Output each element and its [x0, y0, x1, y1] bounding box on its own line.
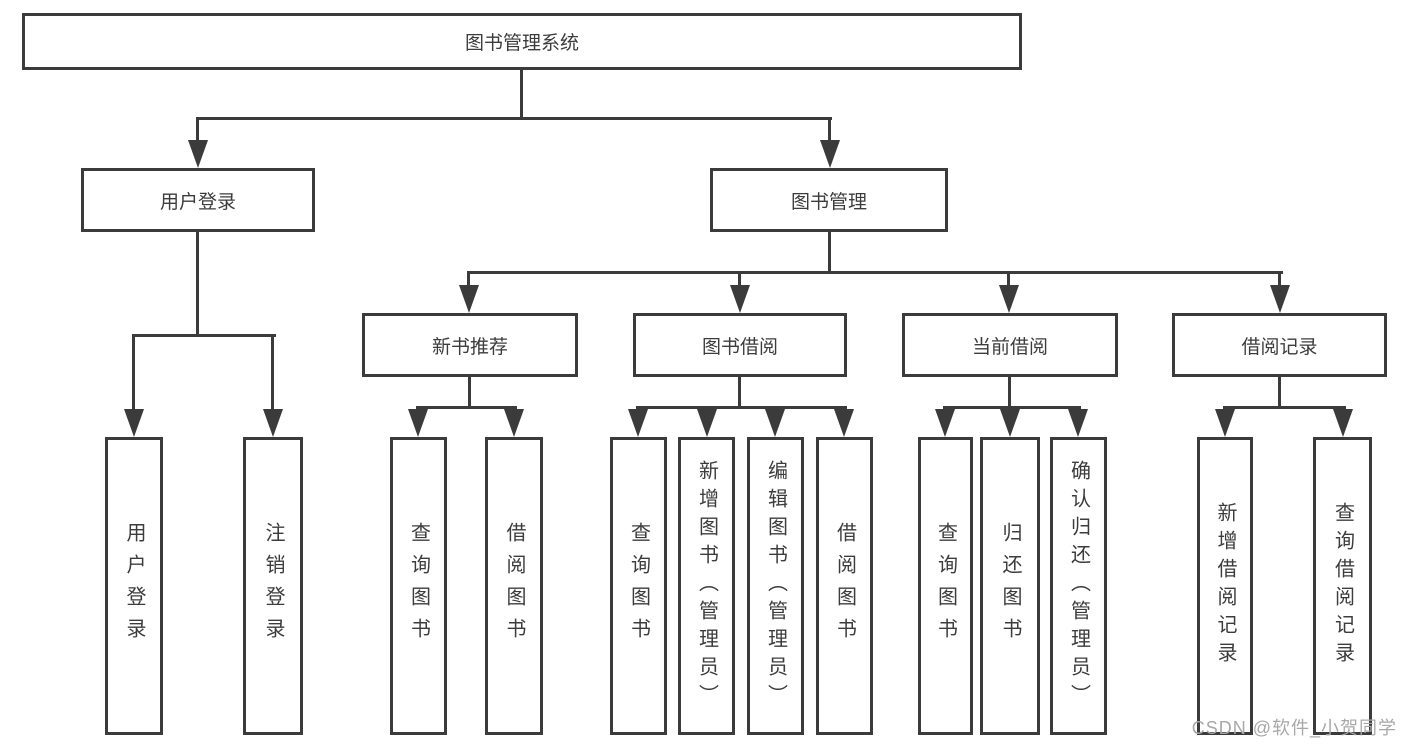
node-borrow-records-label: 借阅记录	[1241, 336, 1318, 358]
node-add-book-admin-label: 新增图书（管理员）	[695, 460, 718, 712]
connector-records-stem	[1278, 377, 1281, 408]
node-add-borrow-record-label: 新增借阅记录	[1214, 502, 1236, 670]
node-borrow-books-label: 借阅图书	[503, 522, 525, 650]
node-return-books-label: 归还图书	[999, 522, 1021, 650]
node-query-books-label: 查询图书	[407, 522, 430, 650]
connector-currentborrow-stem	[1008, 377, 1011, 408]
node-query-books-label: 查询图书	[627, 522, 650, 650]
connector-records-bar	[1223, 406, 1346, 409]
node-query-books-borrow: 查询图书	[610, 437, 667, 735]
arrow-down-icon	[765, 409, 785, 437]
connector-newbook-stem	[468, 377, 471, 408]
node-current-borrow: 当前借阅	[902, 313, 1118, 377]
node-library-system: 图书管理系统	[22, 13, 1022, 70]
connector-root-drop-right	[828, 118, 831, 144]
node-book-borrow: 图书借阅	[633, 313, 847, 377]
connector-userlogin-bar	[132, 334, 276, 337]
node-confirm-return-admin: 确认归还（管理员）	[1050, 437, 1107, 735]
arrow-down-icon	[628, 409, 648, 437]
arrow-down-icon	[730, 285, 750, 313]
connector-bookmgmt-bar	[467, 271, 1283, 274]
node-add-book-admin: 新增图书（管理员）	[678, 437, 735, 735]
node-current-borrow-label: 当前借阅	[971, 336, 1048, 358]
node-query-books-current: 查询图书	[918, 437, 973, 735]
arrow-down-icon	[697, 409, 717, 437]
node-new-book-recommend: 新书推荐	[362, 313, 578, 377]
node-add-borrow-record: 新增借阅记录	[1197, 437, 1253, 735]
node-edit-book-admin: 编辑图书（管理员）	[747, 437, 804, 735]
arrow-down-icon	[820, 140, 840, 168]
arrow-down-icon	[459, 285, 479, 313]
connector-userlogin-drop-right	[271, 336, 274, 412]
node-query-books-recommend: 查询图书	[390, 437, 447, 735]
node-borrow-books-label: 借阅图书	[833, 522, 856, 650]
arrow-down-icon	[188, 140, 208, 168]
node-book-management: 图书管理	[710, 168, 948, 232]
connector-root-drop-left	[196, 118, 199, 144]
connector-bookmgmt-drop-3	[1007, 273, 1010, 289]
node-user-login-leaf-label: 用户登录	[123, 522, 145, 650]
connector-root-bar	[196, 117, 832, 120]
node-logout-label: 注销登录	[262, 522, 284, 650]
arrow-down-icon	[263, 409, 283, 437]
connector-userlogin-drop-left	[132, 336, 135, 412]
node-edit-book-admin-label: 编辑图书（管理员）	[764, 460, 787, 712]
connector-root-stem	[520, 70, 523, 118]
node-user-login: 用户登录	[81, 168, 315, 232]
connector-bookmgmt-drop-1	[467, 273, 470, 289]
node-book-management-label: 图书管理	[790, 191, 867, 213]
arrow-down-icon	[834, 409, 854, 437]
node-query-borrow-record-label: 查询借阅记录	[1331, 502, 1354, 670]
node-user-login-leaf: 用户登录	[105, 437, 163, 735]
arrow-down-icon	[504, 409, 524, 437]
connector-newbook-bar	[416, 406, 517, 409]
node-query-borrow-record: 查询借阅记录	[1313, 437, 1372, 735]
node-borrow-books-leaf: 借阅图书	[816, 437, 873, 735]
node-library-system-label: 图书管理系统	[464, 33, 579, 54]
node-user-login-label: 用户登录	[159, 191, 236, 213]
connector-bookmgmt-stem	[828, 232, 831, 273]
connector-bookborrow-bar	[636, 406, 847, 409]
arrow-down-icon	[999, 285, 1019, 313]
arrow-down-icon	[124, 409, 144, 437]
arrow-down-icon	[1068, 409, 1088, 437]
arrow-down-icon	[1215, 409, 1235, 437]
node-confirm-return-admin-label: 确认归还（管理员）	[1067, 460, 1090, 712]
node-new-book-recommend-label: 新书推荐	[431, 336, 508, 358]
connector-bookmgmt-drop-2	[738, 273, 741, 289]
arrow-down-icon	[408, 409, 428, 437]
connector-bookmgmt-drop-4	[1278, 273, 1281, 289]
arrow-down-icon	[1000, 409, 1020, 437]
connector-currentborrow-bar	[943, 406, 1081, 409]
node-return-books: 归还图书	[980, 437, 1040, 735]
node-logout: 注销登录	[243, 437, 303, 735]
node-query-books-label: 查询图书	[934, 522, 957, 650]
arrow-down-icon	[1270, 285, 1290, 313]
csdn-watermark: CSDN @软件_小贺同学	[1191, 718, 1397, 738]
connector-userlogin-stem	[196, 232, 199, 336]
arrow-down-icon	[935, 409, 955, 437]
node-borrow-books-recommend: 借阅图书	[485, 437, 543, 735]
arrow-down-icon	[1333, 409, 1353, 437]
node-borrow-records: 借阅记录	[1172, 313, 1387, 377]
connector-bookborrow-stem	[738, 377, 741, 408]
node-book-borrow-label: 图书借阅	[701, 336, 778, 358]
